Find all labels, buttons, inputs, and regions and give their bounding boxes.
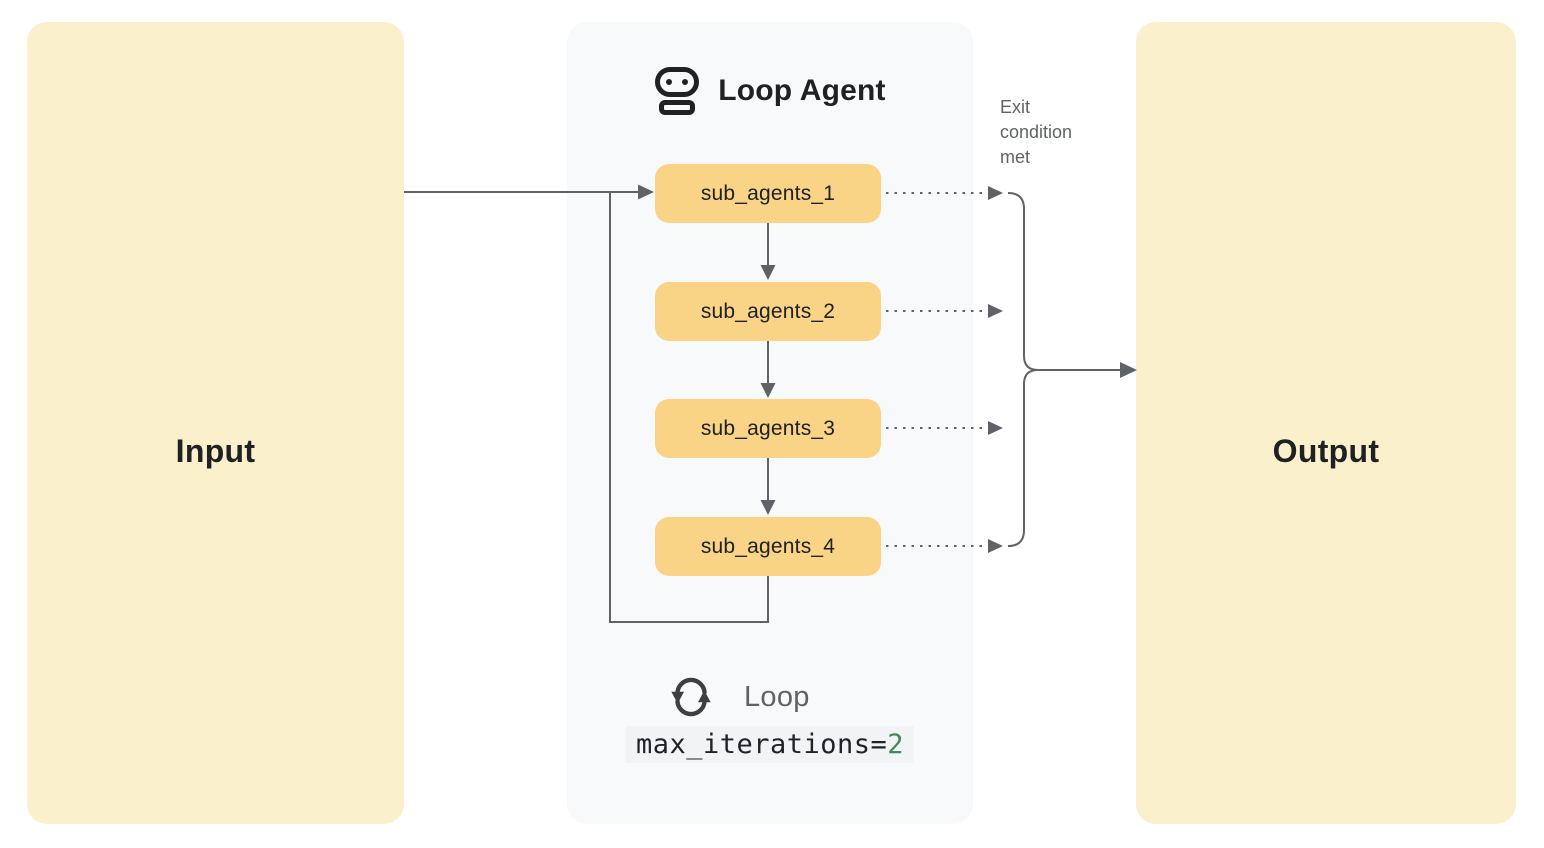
sub-agent-box-2: sub_agents_2 [655, 282, 881, 341]
sub-agent-label: sub_agents_4 [700, 534, 836, 558]
max-iterations-code: max_iterations=2 [625, 726, 915, 763]
panel-title: Loop Agent [718, 74, 886, 107]
sub-agent-label: sub_agents_1 [700, 181, 836, 205]
sub-agent-label: sub_agents_2 [700, 299, 836, 323]
output-arrow [1038, 362, 1137, 378]
panel-header: Loop Agent [567, 66, 973, 116]
output-label: Output [1272, 432, 1380, 469]
code-text: max_iterations= [635, 729, 888, 760]
robot-icon [655, 67, 700, 115]
loop-agent-panel: Loop Agent sub_agents_1 sub_agents_2 sub… [567, 22, 973, 824]
exit-condition-label: Exit condition met [1000, 97, 1073, 167]
sub-agent-box-4: sub_agents_4 [655, 517, 881, 576]
sub-agent-label: sub_agents_3 [700, 416, 836, 440]
sub-agent-box-1: sub_agents_1 [655, 164, 881, 223]
input-label: Input [175, 432, 256, 469]
code-value: 2 [887, 729, 905, 760]
sub-agent-box-3: sub_agents_3 [655, 399, 881, 458]
input-box: Input [27, 22, 404, 824]
exit-brace [1007, 192, 1039, 547]
loop-icon [671, 677, 711, 717]
loop-row: Loop [670, 674, 810, 720]
loop-label: Loop [744, 680, 810, 713]
output-box: Output [1136, 22, 1516, 824]
